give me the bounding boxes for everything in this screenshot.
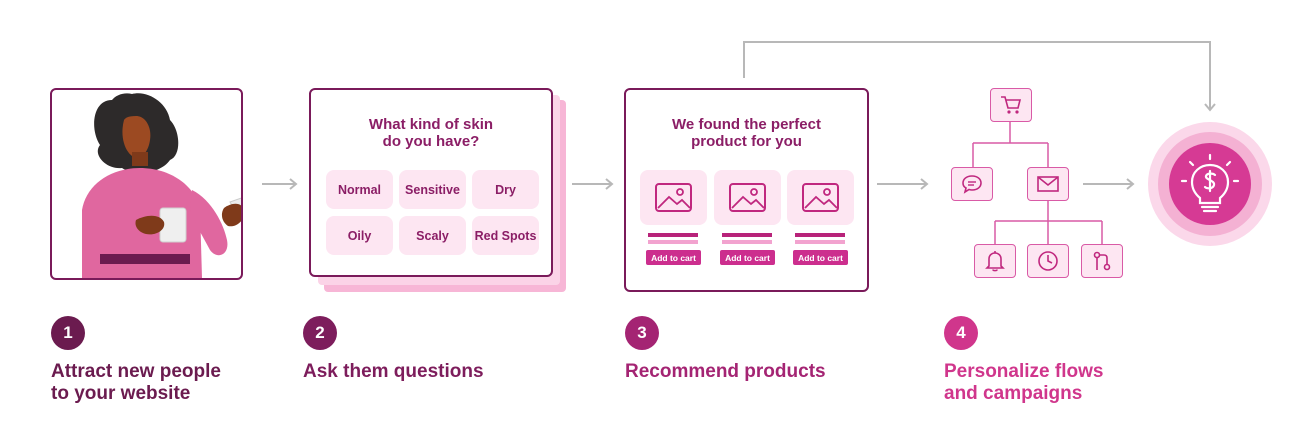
product-tile[interactable] bbox=[714, 170, 781, 225]
product-name-bar bbox=[795, 233, 845, 237]
lightbulb-badge bbox=[1148, 122, 1272, 246]
arrow-2-3 bbox=[572, 178, 614, 190]
split-node bbox=[1081, 244, 1123, 278]
add-to-cart-button[interactable]: Add to cart bbox=[720, 250, 775, 265]
image-icon bbox=[729, 183, 766, 212]
visitor-card bbox=[50, 88, 243, 280]
arrow-4-bulb bbox=[1083, 178, 1135, 190]
step-3-number: 3 bbox=[625, 316, 659, 350]
chat-icon bbox=[962, 175, 982, 194]
recommend-card: We found the perfect product for you Add… bbox=[624, 88, 869, 292]
product-name-bar bbox=[722, 233, 772, 237]
arrow-loop bbox=[743, 41, 1216, 112]
add-to-cart-button[interactable]: Add to cart bbox=[793, 250, 848, 265]
cart-node bbox=[990, 88, 1032, 122]
split-icon bbox=[1093, 251, 1111, 271]
product-tile[interactable] bbox=[787, 170, 854, 225]
step-1-line2: to your website bbox=[51, 383, 191, 404]
recommend-title-line2: product for you bbox=[691, 133, 802, 150]
survey-card: What kind of skin do you have? Normal Se… bbox=[309, 88, 553, 277]
survey-title-line2: do you have? bbox=[382, 133, 480, 150]
option-scaly[interactable]: Scaly bbox=[399, 216, 466, 255]
product-name-bar bbox=[648, 233, 698, 237]
recommend-title: We found the perfect product for you bbox=[626, 116, 867, 150]
mail-node bbox=[1027, 167, 1069, 201]
step-4-line1: Personalize flows bbox=[944, 361, 1104, 382]
option-normal[interactable]: Normal bbox=[326, 170, 393, 209]
product-price-bar bbox=[648, 240, 698, 244]
bell-node bbox=[974, 244, 1016, 278]
lightbulb-dollar-icon bbox=[1180, 153, 1240, 213]
add-to-cart-button[interactable]: Add to cart bbox=[646, 250, 701, 265]
product-tile[interactable] bbox=[640, 170, 707, 225]
product-price-bar bbox=[795, 240, 845, 244]
step-1-label: Attract new people to your website bbox=[51, 361, 221, 405]
step-3-label: Recommend products bbox=[625, 361, 826, 382]
mail-icon bbox=[1037, 176, 1059, 192]
step-4-line2: and campaigns bbox=[944, 383, 1083, 404]
clock-icon bbox=[1038, 251, 1058, 271]
step-4-number: 4 bbox=[944, 316, 978, 350]
option-oily[interactable]: Oily bbox=[326, 216, 393, 255]
arrow-1-2 bbox=[262, 178, 298, 190]
recommend-title-line1: We found the perfect bbox=[672, 116, 821, 133]
clock-node bbox=[1027, 244, 1069, 278]
option-dry[interactable]: Dry bbox=[472, 170, 539, 209]
image-icon bbox=[802, 183, 839, 212]
flow-tree-lines bbox=[972, 121, 1103, 244]
arrow-3-4 bbox=[877, 178, 929, 190]
step-1-number: 1 bbox=[51, 316, 85, 350]
option-sensitive[interactable]: Sensitive bbox=[399, 170, 466, 209]
woman-with-phone-illustration bbox=[82, 93, 241, 278]
step-1-line1: Attract new people bbox=[51, 361, 221, 382]
survey-title: What kind of skin do you have? bbox=[311, 116, 551, 150]
step-2-label: Ask them questions bbox=[303, 361, 484, 382]
step-4-label: Personalize flows and campaigns bbox=[944, 361, 1103, 405]
image-icon bbox=[655, 183, 692, 212]
cart-icon bbox=[1001, 96, 1022, 114]
product-price-bar bbox=[722, 240, 772, 244]
chat-node bbox=[951, 167, 993, 201]
option-red-spots[interactable]: Red Spots bbox=[472, 216, 539, 255]
survey-title-line1: What kind of skin bbox=[368, 116, 494, 133]
step-2-number: 2 bbox=[303, 316, 337, 350]
bell-icon bbox=[985, 251, 1005, 272]
